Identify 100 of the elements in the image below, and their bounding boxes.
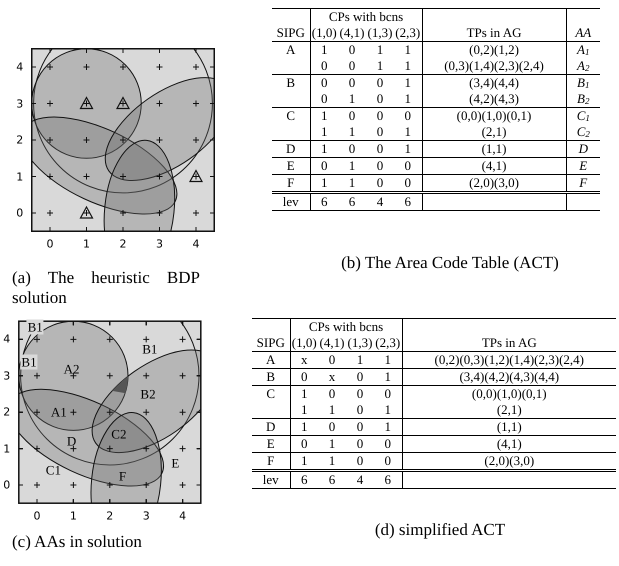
table-cell: 1 [394, 42, 422, 58]
table-cell: 1 [394, 58, 422, 74]
table-cell: 0 [366, 158, 394, 174]
figure-caption: (c) AAs in solution [12, 532, 142, 552]
table-cell: 1 [318, 452, 346, 470]
table-cell: B$_{1}$ [566, 74, 600, 91]
table-cell: 0 [290, 436, 318, 452]
table-cell: 0 [310, 91, 338, 108]
table-cell: 0 [310, 58, 338, 74]
area-label: B1 [26, 320, 44, 335]
table-cell: 1 [310, 174, 338, 192]
table-cell: 1 [290, 452, 318, 470]
table-cell: 6 [374, 470, 402, 488]
table-cell: 1 [346, 352, 374, 368]
column-header: (4,1) [338, 25, 366, 42]
table-cell: x [318, 368, 346, 386]
row-header: C [252, 386, 290, 402]
table-cell: 1 [338, 158, 366, 174]
table-cell: 0 [338, 58, 366, 74]
axis-tick-label: 3 [156, 238, 163, 250]
table-cell: (2,0)(3,0) [422, 174, 566, 192]
table-cell: 1 [394, 140, 422, 158]
table-cell: 0 [346, 436, 374, 452]
table-cell: 0 [346, 452, 374, 470]
table-cell: 0 [394, 158, 422, 174]
table-cell: 1 [394, 124, 422, 140]
table-cell: 1 [374, 418, 402, 436]
table-cell: 0 [338, 108, 366, 124]
table-cell: D [566, 140, 600, 158]
row-header: B [252, 368, 290, 386]
row-header: A [252, 352, 290, 368]
table-cell: C$_{1}$ [566, 108, 600, 124]
table-cell: 0 [338, 74, 366, 91]
column-header: CPs with bcns [310, 8, 422, 25]
axis-tick-label: 1 [3, 443, 10, 454]
figure-caption: (b) The Area Code Table (ACT) [341, 253, 559, 273]
table-cell: 0 [346, 368, 374, 386]
table-cell: C$_{2}$ [566, 124, 600, 140]
area-label: F [118, 469, 126, 482]
column-header: SIPG [252, 318, 290, 352]
column-header: (2,3) [394, 25, 422, 42]
table-cell: 1 [394, 91, 422, 108]
axis-tick-label: 3 [3, 370, 10, 382]
row-header: A [272, 42, 310, 58]
table-cell: 0 [346, 418, 374, 436]
table-cell: 1 [338, 91, 366, 108]
table-cell: x [290, 352, 318, 368]
table-cell: 0 [366, 174, 394, 192]
table-cell: (0,2)(1,2) [422, 42, 566, 58]
column-header: AA [566, 8, 600, 42]
table-cell: 0 [338, 140, 366, 158]
axis-tick-label: 3 [142, 510, 150, 522]
table-cell: (0,3)(1,4)(2,3)(2,4) [422, 58, 566, 74]
axis-tick-label: 2 [106, 510, 114, 522]
column-header: TPs in AG [422, 8, 566, 42]
table-cell: 1 [374, 368, 402, 386]
table-cell: (1,1) [402, 418, 616, 436]
table-cell: 1 [338, 174, 366, 192]
table-cell: 1 [310, 108, 338, 124]
table-cell: 1 [290, 402, 318, 418]
table-cell: (4,1) [422, 158, 566, 174]
column-header: (4,1) [318, 335, 346, 352]
column-header: (1,0) [290, 335, 318, 352]
column-header: SIPG [272, 8, 310, 42]
table-cell: 0 [338, 42, 366, 58]
column-header: (2,3) [374, 335, 402, 352]
table-cell: (4,1) [402, 436, 616, 452]
axis-tick-label: 4 [192, 238, 200, 250]
table-cell: 0 [366, 91, 394, 108]
row-header: E [272, 158, 310, 174]
table-cell: 1 [366, 42, 394, 58]
table-cell: (0,2)(0,3)(1,2)(1,4)(2,3)(2,4) [402, 352, 616, 368]
column-header: (1,3) [366, 25, 394, 42]
axis-tick-label: 4 [179, 510, 186, 522]
axis-tick-label: 1 [16, 171, 24, 182]
table-cell: 0 [318, 418, 346, 436]
table-cell: 6 [290, 470, 318, 488]
table-cell: (4,2)(4,3) [422, 91, 566, 108]
table-cell: 1 [310, 124, 338, 140]
table-cell: 0 [374, 436, 402, 452]
area-label: B1 [20, 354, 38, 370]
axis-tick-label: 0 [46, 238, 54, 250]
column-header: (1,0) [310, 25, 338, 42]
table-cell: (2,1) [422, 124, 566, 140]
table-cell: 1 [394, 74, 422, 91]
row-header: lev [252, 470, 290, 488]
table-cell: A$_{1}$ [566, 42, 600, 58]
area-label: C1 [46, 464, 61, 477]
row-header: lev [272, 192, 310, 210]
row-header: F [272, 174, 310, 192]
area-label: A2 [64, 362, 80, 376]
axis-tick-label: 3 [16, 98, 24, 109]
row-header: C [272, 108, 310, 124]
table-cell: 0 [318, 352, 346, 368]
axis-tick-label: 4 [3, 334, 10, 345]
table-cell: (2,1) [402, 402, 616, 418]
axis-tick-label: 2 [120, 238, 126, 250]
table-cell: 0 [394, 108, 422, 124]
table-cell: 1 [338, 124, 366, 140]
axis-tick-label: 4 [16, 62, 24, 72]
